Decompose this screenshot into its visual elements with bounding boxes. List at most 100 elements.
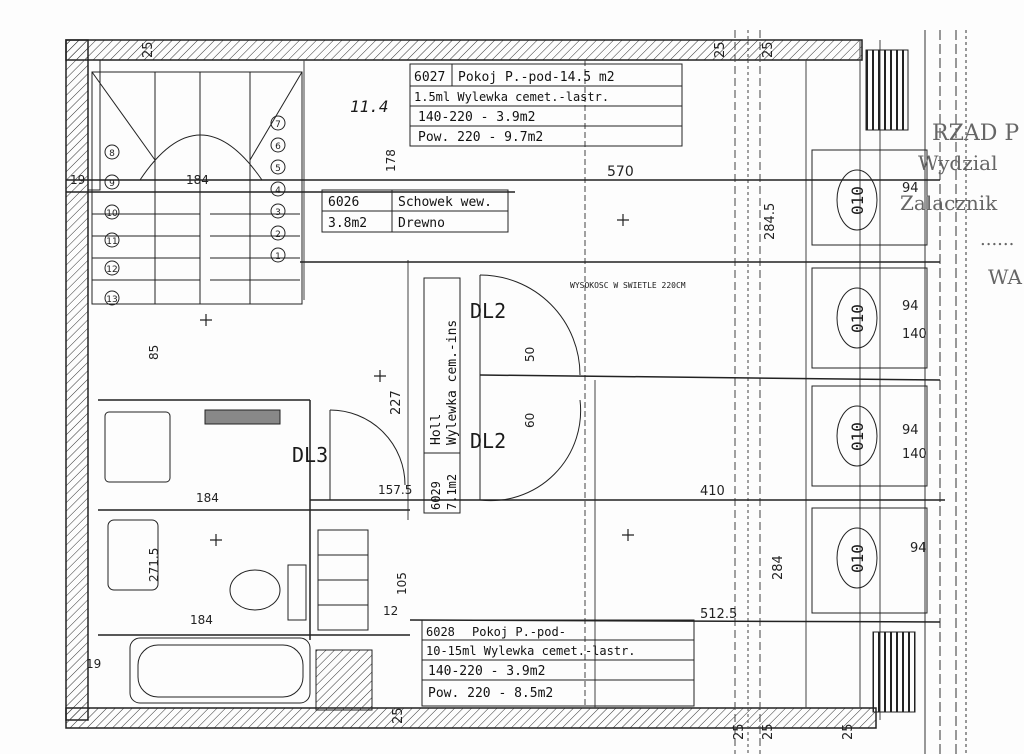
dim-94-d: 94 (910, 541, 927, 556)
hall-label: Holl Wylewka cem.-ins 6029 7.1m2 (423, 277, 461, 514)
room-6028-code: 6028 (426, 625, 455, 639)
dim-50: 50 (523, 347, 537, 362)
hall-area: 7.1m2 (445, 474, 459, 510)
dim-284: 284 (771, 555, 786, 580)
stair-number-ring (104, 144, 120, 160)
right-facade (924, 30, 967, 754)
stair-number-ring (270, 159, 286, 175)
dim-top-1: 25 (141, 41, 156, 58)
dim-1575: 157.5 (378, 483, 412, 497)
stair-number: 5 (275, 164, 281, 174)
structural-lines (303, 30, 881, 754)
room-6026-code: 6026 (328, 195, 359, 210)
staircase (91, 71, 303, 305)
dim-94-a: 94 (902, 181, 919, 196)
stair-number-ring (104, 174, 120, 190)
dim-410: 410 (700, 484, 725, 499)
room-markers (200, 214, 634, 546)
stair-number-ring (270, 247, 286, 263)
radiator-code-4: 010 (848, 544, 867, 573)
stair-number-ring (104, 204, 120, 220)
room-label-6027: 6027 Pokoj P.-pod-14.5 m2 1.5ml Wylewka … (409, 63, 683, 147)
stamp-text: RZAD P Wydzial Zalacznik ...... WA (900, 121, 1023, 289)
stair-number-ring (104, 232, 120, 248)
stair-number: 1 (275, 252, 281, 262)
room-6026-material: Drewno (398, 216, 445, 231)
stair-number: 9 (109, 179, 115, 189)
room-6026-area: 3.8m2 (328, 216, 367, 231)
radiators (811, 49, 928, 713)
stair-number: 2 (275, 230, 281, 240)
dim-bottom-2: 25 (732, 723, 747, 740)
stair-number-ring (104, 260, 120, 276)
hall-name: Holl (429, 414, 444, 445)
room-6027-name: Pokoj P.-pod-14.5 m2 (458, 70, 615, 85)
side-text-3: Zalacznik (900, 191, 998, 215)
door-label-1: DL2 (470, 299, 506, 323)
dim-184-b: 184 (196, 491, 219, 505)
service-shaft (315, 529, 373, 711)
hall-floor: Wylewka cem.-ins (445, 320, 460, 445)
radiator-code-3: 010 (848, 422, 867, 451)
stair-number: 3 (275, 208, 281, 218)
side-text-2: Wydzial (918, 151, 997, 175)
dim-184-c: 184 (190, 613, 213, 627)
stair-number: 4 (275, 186, 281, 196)
radiator-code-1: 010 (848, 186, 867, 215)
door-label-2: DL2 (470, 429, 506, 453)
dim-184-a: 184 (186, 173, 209, 187)
room-dividers (66, 179, 945, 640)
bathroom-fixtures (104, 409, 311, 704)
dim-bottom-1: 25 (391, 707, 406, 724)
room-6028-name: Pokoj P.-pod- (472, 625, 566, 639)
stair-number: 7 (275, 120, 281, 130)
stair-number-ring (270, 203, 286, 219)
dim-top-2: 25 (713, 41, 728, 58)
dim-60: 60 (523, 413, 537, 428)
side-text-4: ...... (980, 229, 1014, 250)
stair-number: 12 (106, 265, 117, 275)
dim-2845: 284.5 (763, 203, 778, 240)
room-label-6026: 6026 Schowek wew. 3.8m2 Drewno (321, 189, 509, 233)
stair-number: 10 (106, 209, 118, 219)
door-label-3: DL3 (292, 443, 328, 467)
radiator-codes: 010 010 010 010 (848, 186, 867, 573)
stair-number-ring (104, 290, 120, 306)
dim-94-b: 94 (902, 423, 919, 438)
side-text-5: WA (988, 265, 1023, 289)
room-6028-floor: 10-15ml Wylewka cemet.-lastr. (426, 644, 636, 658)
side-text-1: RZAD P (932, 121, 1019, 146)
room-label-6028: 6028 Pokoj P.-pod- 10-15ml Wylewka cemet… (421, 619, 695, 707)
dim-bottom-3: 25 (761, 723, 776, 740)
dim-140-b: 140 (902, 447, 927, 462)
dim-2715: 271.5 (147, 548, 161, 582)
stair-number: 8 (109, 149, 115, 159)
room-6027-floor: 1.5ml Wylewka cemet.-lastr. (414, 90, 609, 104)
door-swings (329, 274, 582, 502)
dim-85: 85 (147, 345, 161, 360)
level-mark: 11.4 (350, 97, 389, 116)
room-6027-area: Pow. 220 - 9.7m2 (418, 130, 543, 145)
room-6028-window: 140-220 - 3.9m2 (428, 664, 545, 679)
dimensions: 25 25 25 25 25 25 25 184 178 570 284.5 9… (70, 41, 927, 740)
outer-walls (65, 39, 877, 729)
hall-code: 6029 (429, 481, 443, 510)
stair-number: 6 (275, 142, 281, 152)
stair-number-ring (270, 115, 286, 131)
dim-140-a: 140 (902, 327, 927, 342)
dim-105: 105 (395, 572, 409, 595)
radiator-code-2: 010 (848, 304, 867, 333)
dim-12: 12 (383, 604, 398, 618)
dim-570: 570 (607, 164, 634, 180)
room-6027-code: 6027 (414, 70, 445, 85)
dim-top-3: 25 (761, 41, 776, 58)
stair-number: 13 (106, 295, 117, 305)
stair-number: 11 (106, 237, 117, 247)
dim-227: 227 (389, 390, 404, 415)
stair-number-ring (270, 225, 286, 241)
dim-19-b: 19 (86, 657, 101, 671)
dim-94-c: 94 (902, 299, 919, 314)
stair-number-ring (270, 137, 286, 153)
